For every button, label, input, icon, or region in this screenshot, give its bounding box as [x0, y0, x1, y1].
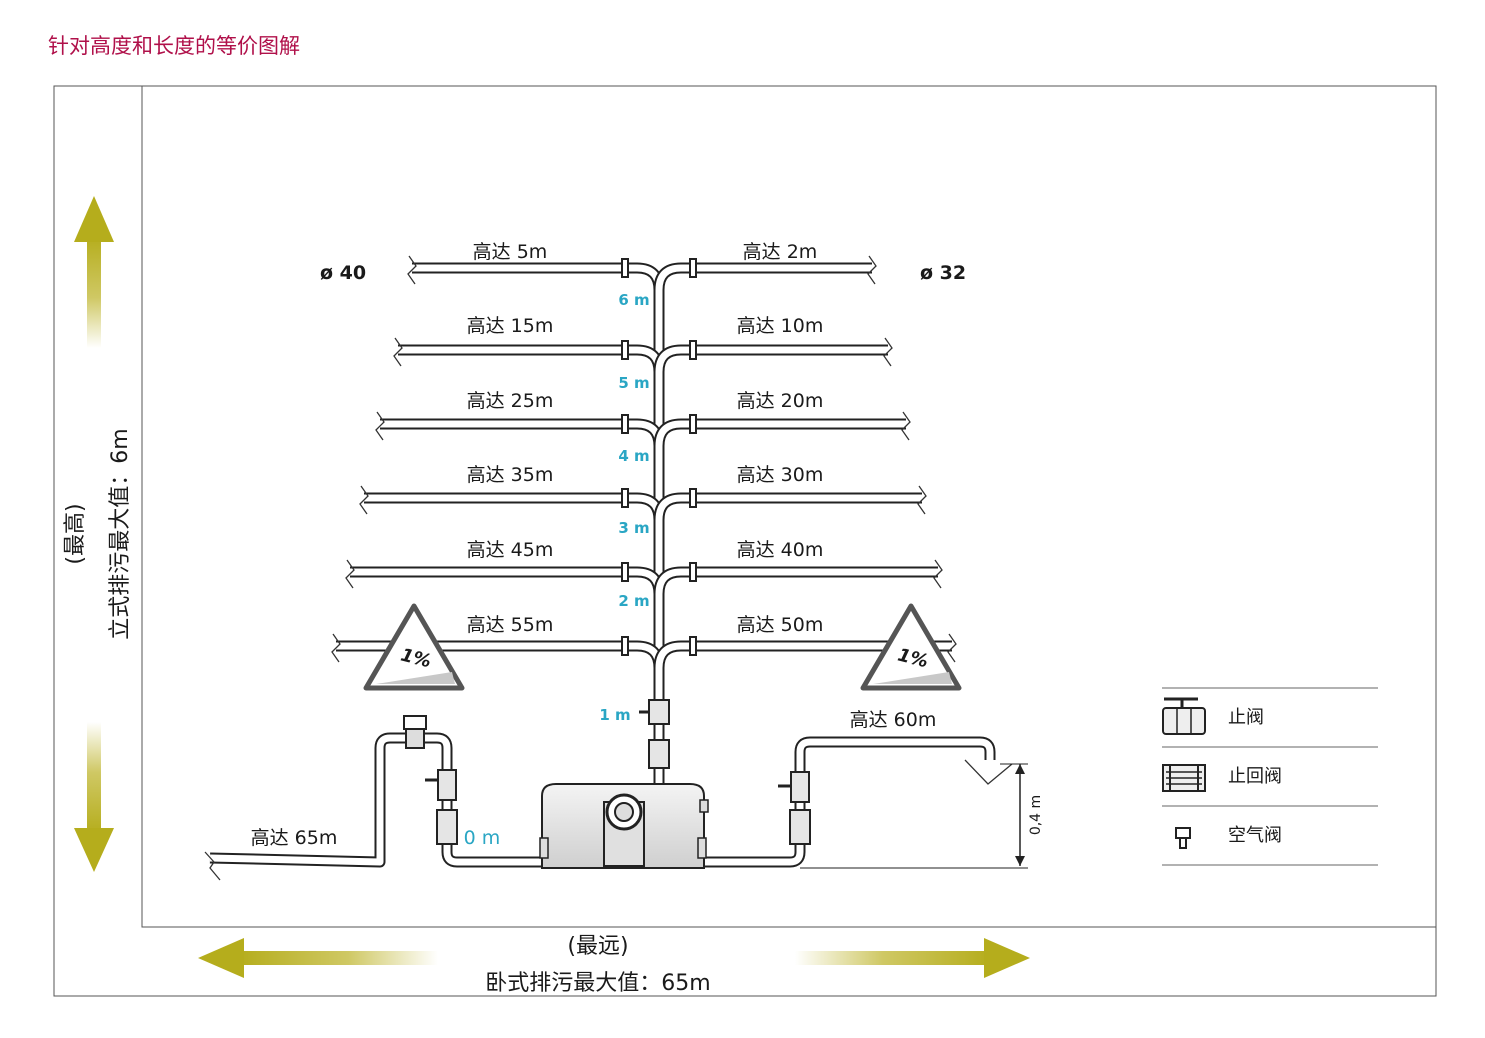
branch-left-label: 高达 45m [467, 539, 554, 561]
pipe-fitting [621, 414, 629, 434]
ground-right-label: 高达 60m [850, 709, 937, 731]
check-valve-icon [425, 769, 458, 845]
pipe-fitting [689, 636, 697, 656]
branch-pipe-right-bore [655, 264, 872, 291]
pipe-break-mark [407, 255, 417, 285]
ground-left-label: 高达 65m [251, 827, 338, 849]
level-mark: 5 m [618, 374, 649, 392]
slope-triangle-left: 1% [363, 603, 465, 691]
branch-pipe-right-bore [655, 568, 938, 595]
horizontal-max-label: 卧式排污最大值：65m [485, 971, 710, 996]
branch-right-label: 高达 40m [737, 539, 824, 561]
horizontal-arrow-right [795, 938, 1030, 978]
pipe-break-mark [933, 559, 943, 589]
vertical-arrow-down [74, 722, 114, 872]
vertical-arrow-up [74, 196, 114, 348]
pipe-fitting [689, 562, 697, 582]
branch-right-label: 高达 50m [737, 614, 824, 636]
pipe-break-mark [917, 485, 927, 515]
vertical-max-label: 立式排污最大值：6m [108, 428, 133, 639]
pipe-fitting [621, 636, 629, 656]
legend-label: 止阀 [1228, 707, 1264, 728]
ground-pipes [204, 670, 1013, 881]
legend-label: 空气阀 [1228, 825, 1282, 846]
branch-pipe-left-bore [398, 346, 663, 373]
branch-pipe-left-bore [364, 494, 663, 521]
branch-left-label: 高达 35m [467, 464, 554, 486]
slope-triangle-right: 1% [860, 603, 962, 691]
base-level-mark: 0 m [464, 827, 501, 849]
pipe-break-mark [393, 337, 403, 367]
branch-left-label: 高达 25m [467, 390, 554, 412]
branch-pipe-left-bore [350, 568, 663, 595]
pipe-fitting [621, 258, 629, 278]
pipe-fitting [621, 488, 629, 508]
legend-label: 止回阀 [1228, 766, 1282, 787]
pipe-break-mark [331, 633, 341, 663]
branch-right-label: 高达 30m [737, 464, 824, 486]
pump-unit [539, 783, 709, 869]
pipe-break-mark [883, 337, 893, 367]
pipe-fitting [689, 340, 697, 360]
branch-right-label: 高达 2m [743, 241, 818, 263]
branch-left-label: 高达 15m [467, 315, 554, 337]
horizontal-arrow-left [198, 938, 438, 978]
branch-left-label: 高达 5m [473, 241, 548, 263]
horizontal-qualifier: (最远) [567, 934, 628, 959]
branch-pipe-right-bore [655, 420, 906, 447]
rise-dimension-label: 0,4 m [1028, 795, 1044, 835]
pipe-break-mark [901, 411, 911, 441]
pipe-fitting [689, 258, 697, 278]
check-valve-icon [778, 771, 811, 845]
branch-pipe-right-bore [655, 346, 888, 373]
level-mark: 3 m [618, 519, 649, 537]
pipe-break-mark [375, 411, 385, 441]
diameter-left: ø 40 [320, 262, 366, 284]
air-valve-icon [1175, 827, 1191, 849]
pipe-fitting [621, 562, 629, 582]
pipe-break-mark [947, 633, 957, 663]
inner-frame [141, 85, 1437, 928]
level-mark: 1 m [599, 706, 630, 724]
vertical-qualifier: (最高) [63, 503, 88, 564]
branch-left-label: 高达 55m [467, 614, 554, 636]
pipe-break-mark [867, 255, 877, 285]
stop-valve-icon [403, 715, 427, 749]
branch-pipe-right-bore [655, 494, 922, 521]
diameter-right: ø 32 [920, 262, 966, 284]
check-valve-icon [1162, 764, 1206, 792]
branch-pipes [331, 255, 957, 669]
level-mark: 2 m [618, 592, 649, 610]
stop-valve-icon [639, 699, 670, 769]
level-mark: 4 m [618, 447, 649, 465]
pipe-fitting [689, 414, 697, 434]
page-title: 针对高度和长度的等价图解 [48, 34, 300, 58]
pipe-break-mark [359, 485, 369, 515]
pipe-fitting [621, 340, 629, 360]
branch-right-label: 高达 20m [737, 390, 824, 412]
rise-dimension [800, 763, 1028, 869]
level-mark: 6 m [618, 291, 649, 309]
stop-valve-icon [1162, 697, 1206, 735]
branch-pipe-left-bore [380, 420, 663, 447]
legend: 止阀 止回阀 空气阀 [1162, 687, 1378, 866]
branch-pipe-right-bore [655, 642, 952, 669]
pipe-break-mark [345, 559, 355, 589]
branch-right-label: 高达 10m [737, 315, 824, 337]
pipe-fitting [689, 488, 697, 508]
